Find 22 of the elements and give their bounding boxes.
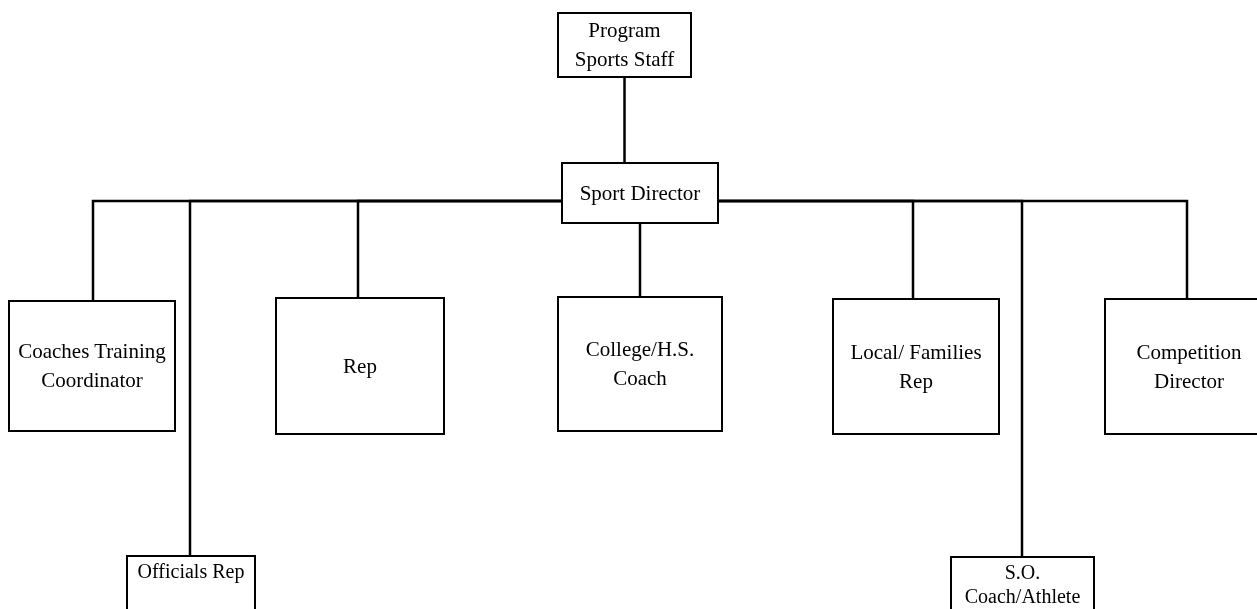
role-box: [950, 556, 1095, 609]
role-box: [557, 296, 723, 432]
role-box: [1104, 298, 1257, 435]
role-box: [275, 297, 445, 435]
role-box: [561, 162, 719, 224]
role-label: Coaches Training Coordinator: [17, 338, 167, 394]
role-label: S.O. Coach/Athlete: [963, 560, 1082, 608]
connector-line: [719, 199, 1189, 298]
role-label: Local/ Families Rep: [849, 338, 983, 395]
role-label: Program Sports Staff: [573, 17, 676, 73]
connector-line: [623, 78, 626, 162]
role-label: College/H.S. Coach: [584, 336, 696, 392]
connector-line: [638, 224, 642, 296]
role-label: Sport Director: [579, 179, 701, 207]
connector-line: [356, 199, 561, 297]
role-box: [832, 298, 1000, 435]
role-label: Rep: [343, 352, 377, 380]
role-label: Officials Rep: [137, 559, 245, 583]
role-box: [557, 12, 692, 78]
role-label: Competition Director: [1135, 338, 1243, 395]
role-box: [8, 300, 176, 432]
role-box: [126, 555, 256, 609]
